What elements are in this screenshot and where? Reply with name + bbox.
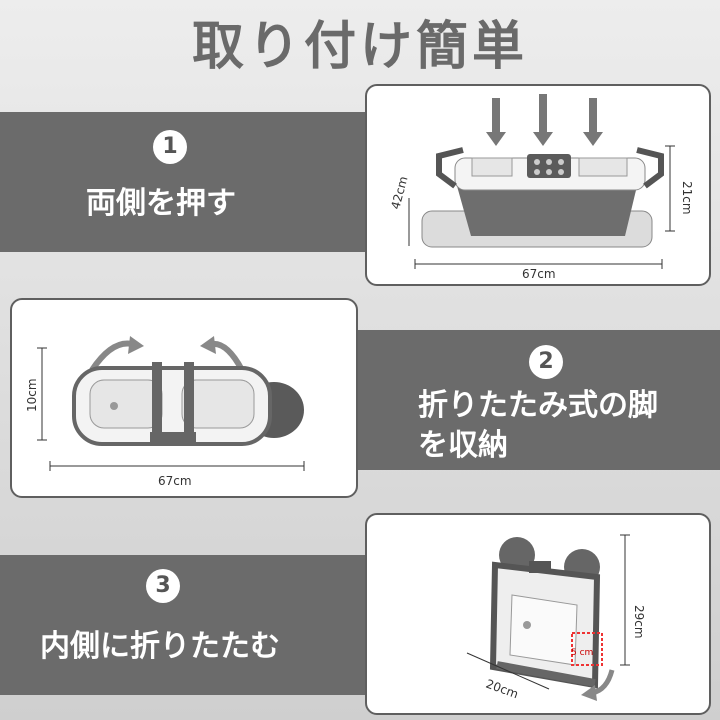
- step-3-width-label: 20cm: [484, 677, 520, 702]
- step-1-band: 1 両側を押す: [0, 112, 420, 252]
- step-3-height-label: 29cm: [632, 605, 646, 639]
- step-1-depth-label: 42cm: [388, 175, 410, 211]
- step-1-height-label: 21cm: [680, 181, 694, 215]
- step-3-band: 3 内側に折りたたむ: [0, 555, 420, 695]
- step-2-height-label: 10cm: [25, 378, 39, 412]
- step-1-text: 両側を押す: [86, 186, 236, 221]
- step-3-inner-label: 5 cm: [571, 648, 593, 658]
- step-2-text-line1: 折りたたみ式の脚: [418, 388, 658, 423]
- step-1-image-card: 67cm 21cm 42cm: [365, 84, 711, 286]
- folded-tub-upright-illustration: 5 cm 29cm 20cm: [466, 534, 646, 702]
- step-1-number: 1: [153, 130, 187, 164]
- step-2-width-label: 67cm: [158, 474, 192, 488]
- step-1-width-label: 67cm: [522, 267, 556, 281]
- step-3-text: 内側に折りたたむ: [40, 629, 280, 664]
- step-2-number: 2: [529, 345, 563, 379]
- step-2-text-line2: を収納: [418, 428, 508, 463]
- step-3-image-card: 5 cm 29cm 20cm: [365, 513, 711, 715]
- step-3-number: 3: [146, 569, 180, 603]
- page-title: 取り付け簡単: [191, 17, 528, 77]
- step-2-image-card: 10cm 67cm: [10, 298, 358, 498]
- step-2-band: 2 折りたたみ式の脚 を収納: [300, 330, 720, 470]
- folded-tub-with-legs-illustration: 67cm 21cm 42cm: [388, 94, 694, 281]
- flattened-tub-illustration: 10cm 67cm: [25, 336, 305, 488]
